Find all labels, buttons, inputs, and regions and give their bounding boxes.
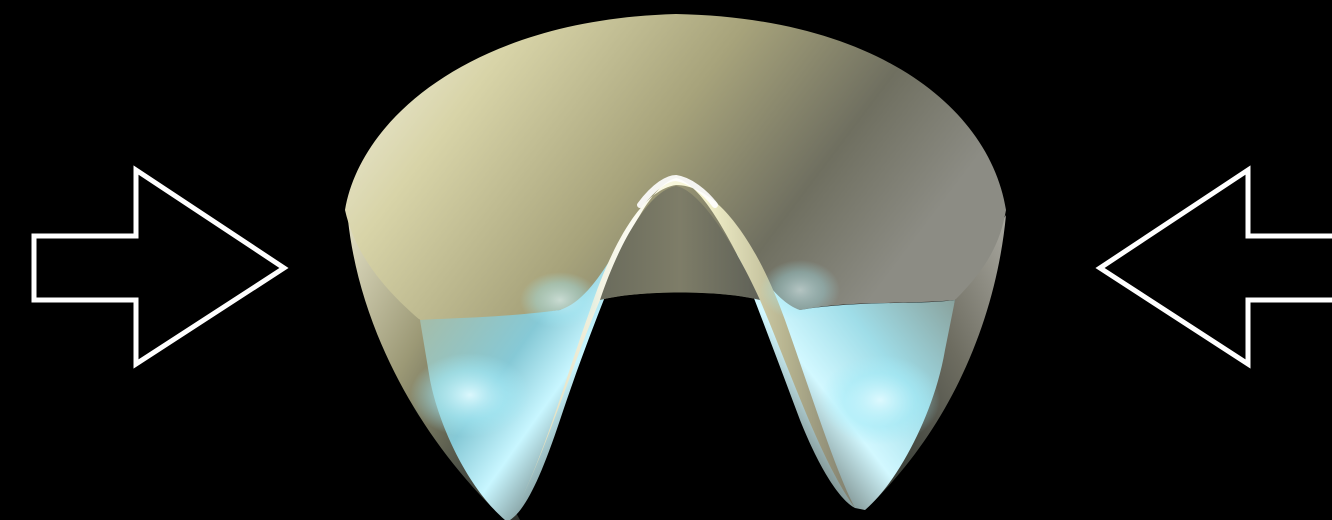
cyan-highlight-hump-left xyxy=(520,272,600,328)
cyan-highlight-right xyxy=(820,355,940,445)
cyan-highlight-left xyxy=(410,353,530,437)
cyan-highlight-hump-right xyxy=(760,260,840,320)
right-arrow-icon xyxy=(1100,170,1332,364)
left-arrow-icon xyxy=(34,170,284,364)
potential-surface xyxy=(345,14,1006,520)
